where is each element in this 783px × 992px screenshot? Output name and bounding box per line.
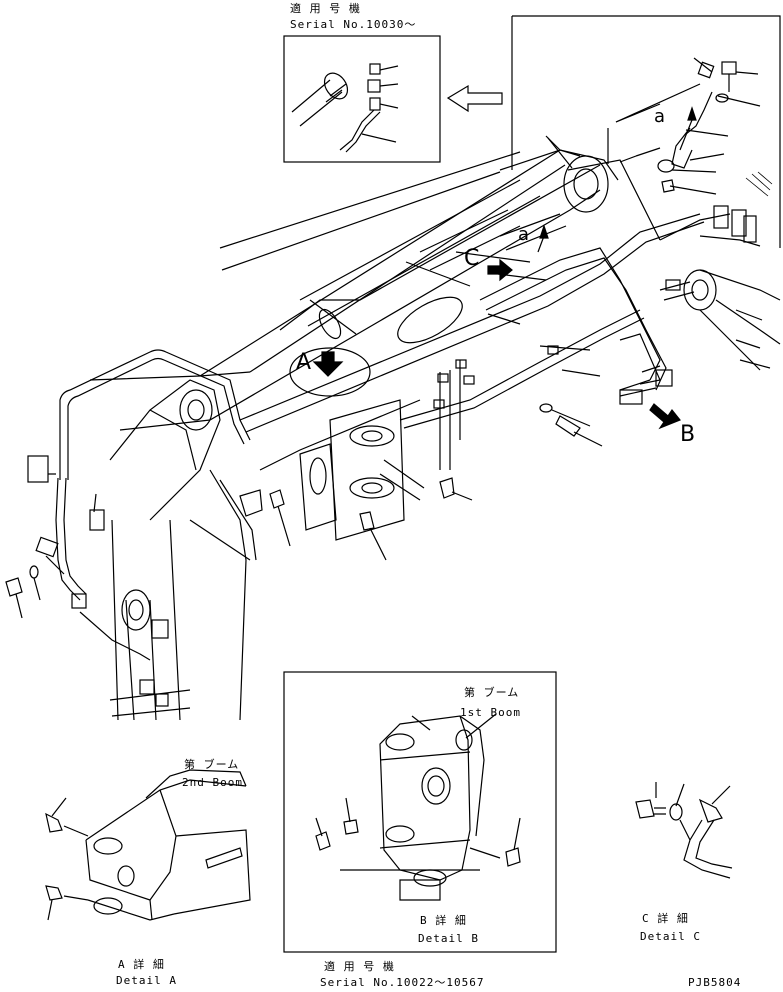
- detail-a-title-en: Detail A: [116, 974, 177, 987]
- detail-a-boom-jp: 第 ブーム: [184, 758, 240, 771]
- detail-b-drawing: [283, 671, 557, 953]
- callout-a-label: A: [296, 350, 312, 375]
- detail-a-drawing: [45, 769, 251, 921]
- detail-a-title-jp: A 詳 細: [118, 958, 165, 971]
- callout-a-upper: a: [654, 106, 666, 127]
- callout-c-label: C: [464, 246, 480, 271]
- detail-a-boom-en: 2nd Boom: [182, 776, 243, 789]
- inset-top-serial: Serial No.10030～: [290, 18, 417, 31]
- callout-b-label: B: [680, 422, 696, 447]
- drawing-code: PJB5804: [688, 976, 742, 989]
- leader-lines: [405, 103, 763, 377]
- bottom-serial-title: 適 用 号 機: [324, 960, 395, 973]
- hollow-arrow-left-icon: [446, 84, 503, 113]
- inset-top-title: 適 用 号 機: [290, 2, 361, 15]
- callout-a-lower: a: [518, 224, 530, 245]
- detail-b-title-en: Detail B: [418, 932, 479, 945]
- inset-top-serial: [283, 35, 441, 163]
- fittings-center: [269, 345, 603, 561]
- callout-a-marker: [289, 347, 371, 397]
- callout-b-arrow: [649, 403, 681, 430]
- callout-a-lower-arrow: [537, 224, 549, 253]
- detail-c-title-en: Detail C: [640, 930, 701, 943]
- boom-foot-bracket: [299, 399, 425, 541]
- callout-c-arrow: [487, 258, 513, 282]
- second-boom-arm: [109, 379, 263, 721]
- detail-c-drawing: [635, 782, 733, 879]
- detail-b-boom-jp: 第 ブーム: [464, 686, 520, 699]
- detail-b-boom-en: 1st Boom: [460, 706, 521, 719]
- boom-main: [89, 135, 661, 431]
- attachment-right: [619, 205, 781, 405]
- hydraulic-piping: [59, 213, 705, 480]
- detail-b-title-jp: B 詳 細: [420, 914, 467, 927]
- left-tube-clamp: [5, 455, 151, 661]
- detail-c-title-jp: C 詳 細: [642, 912, 689, 925]
- bottom-serial-range: Serial No.10022～10567: [320, 976, 485, 989]
